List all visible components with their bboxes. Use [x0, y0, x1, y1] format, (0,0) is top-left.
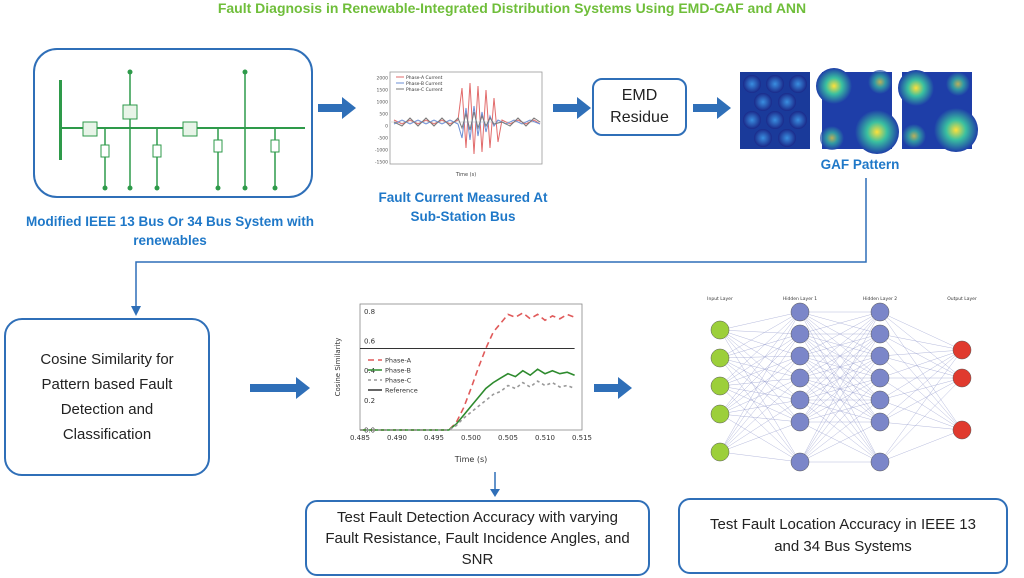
y-tick-label: 1500: [377, 88, 389, 94]
emd-residue-label: EMD Residue: [610, 87, 669, 126]
test-location-label: Test Fault Location Accuracy in IEEE 13 …: [710, 516, 976, 555]
y-tick-label: 0: [385, 124, 388, 130]
layer-label: Hidden Layer 2: [863, 296, 897, 302]
y-tick-label: 0.6: [364, 338, 376, 346]
test-location-box: Test Fault Location Accuracy in IEEE 13 …: [678, 498, 1008, 574]
gaf-pattern-2: [816, 68, 899, 154]
x-axis-label: Time (s): [455, 172, 476, 178]
legend-label: Phase-A Current: [406, 75, 443, 81]
legend-label: Phase-A: [385, 357, 412, 365]
neuron: [952, 340, 972, 360]
neuron: [710, 348, 730, 368]
y-tick-label: 0.8: [364, 308, 375, 316]
neuron: [790, 412, 810, 432]
x-tick-label: 0.505: [498, 434, 518, 442]
y-tick-label: -1000: [375, 148, 388, 154]
layer-label: Input Layer: [707, 296, 733, 302]
x-tick-label: 0.485: [350, 434, 370, 442]
neuron: [790, 324, 810, 344]
legend-label: Phase-C: [385, 377, 412, 385]
legend-label: Phase-B Current: [406, 81, 443, 87]
neuron: [790, 368, 810, 388]
series-line-phase-b: [360, 368, 575, 431]
neuron: [870, 302, 890, 322]
circuit-diagram: [33, 48, 313, 198]
arrow-right-2: [553, 97, 591, 119]
neuron: [870, 452, 890, 472]
x-tick-label: 0.515: [572, 434, 592, 442]
neuron: [710, 404, 730, 424]
series-line-phase-c: [360, 380, 575, 431]
layer-label: Hidden Layer 1: [783, 296, 817, 302]
legend-label: Reference: [385, 387, 418, 395]
neuron: [790, 390, 810, 410]
y-tick-label: -500: [378, 136, 388, 142]
x-tick-label: 0.510: [535, 434, 555, 442]
neuron: [790, 346, 810, 366]
test-detection-box: Test Fault Detection Accuracy with varyi…: [305, 500, 650, 576]
y-tick-label: 2000: [377, 76, 389, 82]
arrow-down: [490, 472, 500, 497]
neuron: [870, 412, 890, 432]
fault-current-caption: Fault Current Measured At Sub-Station Bu…: [378, 190, 548, 224]
neuron: [952, 420, 972, 440]
x-axis-label: Time (s): [454, 455, 488, 464]
neuron: [790, 452, 810, 472]
fault-current-chart: 2000 1500 1000 500 0 -500 -1000 -1500 Phase-A C…: [362, 68, 548, 180]
test-detection-label: Test Fault Detection Accuracy with varyi…: [325, 508, 630, 568]
gaf-pattern-3: [898, 70, 978, 152]
arrow-right-5: [594, 377, 632, 399]
legend-label: Phase-B: [385, 367, 411, 375]
page-title: Fault Diagnosis in Renewable-Integrated …: [217, 0, 807, 16]
ann-diagram: Input Layer Hidden Layer 1 Hidden Layer 2 O…: [690, 290, 1000, 490]
cosine-legend: Phase-A Phase-B Phase-C Reference: [368, 357, 418, 395]
legend-label: Phase-C Current: [406, 87, 443, 93]
fault-current-legend: Phase-A Current Phase-B Current Phase-C …: [396, 75, 443, 93]
y-tick-label: 500: [379, 112, 388, 118]
x-tick-label: 0.495: [424, 434, 444, 442]
y-tick-label: 0.2: [364, 397, 375, 405]
series-line-phase-a: [360, 311, 575, 431]
neuron: [710, 320, 730, 340]
emd-residue-box: EMD Residue: [592, 78, 687, 136]
cosine-similarity-box: Cosine Similarity for Pattern based Faul…: [4, 318, 210, 476]
neuron: [870, 390, 890, 410]
y-axis-label: Cosine Similarity: [334, 338, 342, 397]
x-tick-label: 0.500: [461, 434, 481, 442]
gaf-pattern-1: [740, 72, 810, 149]
layer-label: Output Layer: [947, 296, 977, 302]
arrow-right-3: [693, 97, 731, 119]
system-caption: Modified IEEE 13 Bus Or 34 Bus System wi…: [25, 214, 315, 248]
neuron: [870, 346, 890, 366]
neuron: [870, 368, 890, 388]
neuron: [790, 302, 810, 322]
neuron: [952, 368, 972, 388]
cosine-similarity-label: Cosine Similarity for Pattern based Faul…: [40, 351, 174, 443]
neuron: [710, 442, 730, 462]
arrow-right-4: [250, 377, 310, 399]
connector-arrow: [131, 178, 867, 316]
y-tick-label: 1000: [377, 100, 389, 106]
y-tick-label: -1500: [375, 160, 388, 166]
gaf-caption: GAF Pattern: [820, 157, 900, 172]
neuron: [870, 324, 890, 344]
neuron: [710, 376, 730, 396]
x-tick-label: 0.490: [387, 434, 407, 442]
arrow-right-1: [318, 97, 356, 119]
y-tick-label: 0.4: [364, 367, 376, 375]
